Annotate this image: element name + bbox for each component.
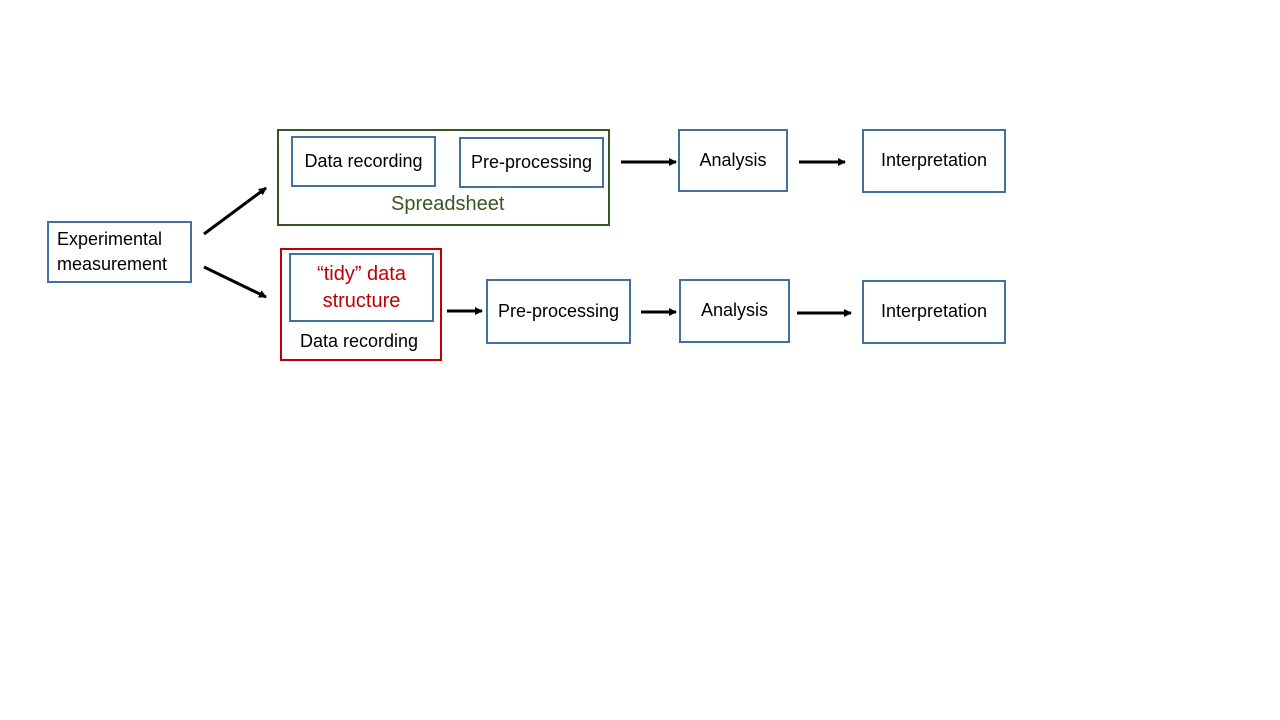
top-pre-processing-label: Pre-processing (470, 151, 593, 172)
spreadsheet-group (277, 129, 610, 226)
top-analysis-label: Analysis (699, 149, 767, 170)
bottom-pre-processing-box: Pre-processing (486, 279, 631, 344)
bottom-analysis-box: Analysis (679, 279, 790, 343)
top-analysis-box: Analysis (678, 129, 788, 192)
bottom-data-recording-label: Data recording (300, 331, 419, 351)
bottom-interpretation-box: Interpretation (862, 280, 1006, 344)
tidy-data-structure-label: “tidy” data structure (317, 262, 406, 312)
top-data-recording-label: Data recording (304, 150, 423, 171)
top-data-recording-box: Data recording (291, 136, 436, 187)
tidy-data-structure-box: “tidy” data structure (289, 253, 434, 322)
top-interpretation-box: Interpretation (862, 129, 1006, 193)
experimental-measurement-box: Experimental measurement (47, 221, 192, 283)
top-interpretation-label: Interpretation (880, 150, 988, 171)
top-pre-processing-box: Pre-processing (459, 137, 604, 188)
bottom-pre-processing-label: Pre-processing (497, 300, 620, 321)
arrow-to-spreadsheet (203, 186, 267, 236)
spreadsheet-label: Spreadsheet (391, 193, 505, 215)
tidy-data-group (280, 248, 442, 361)
bottom-analysis-label: Analysis (700, 300, 769, 321)
arrow-to-tidy-data (203, 265, 267, 299)
experimental-measurement-label: Experimental measurement (57, 228, 168, 274)
bottom-interpretation-label: Interpretation (880, 301, 988, 322)
